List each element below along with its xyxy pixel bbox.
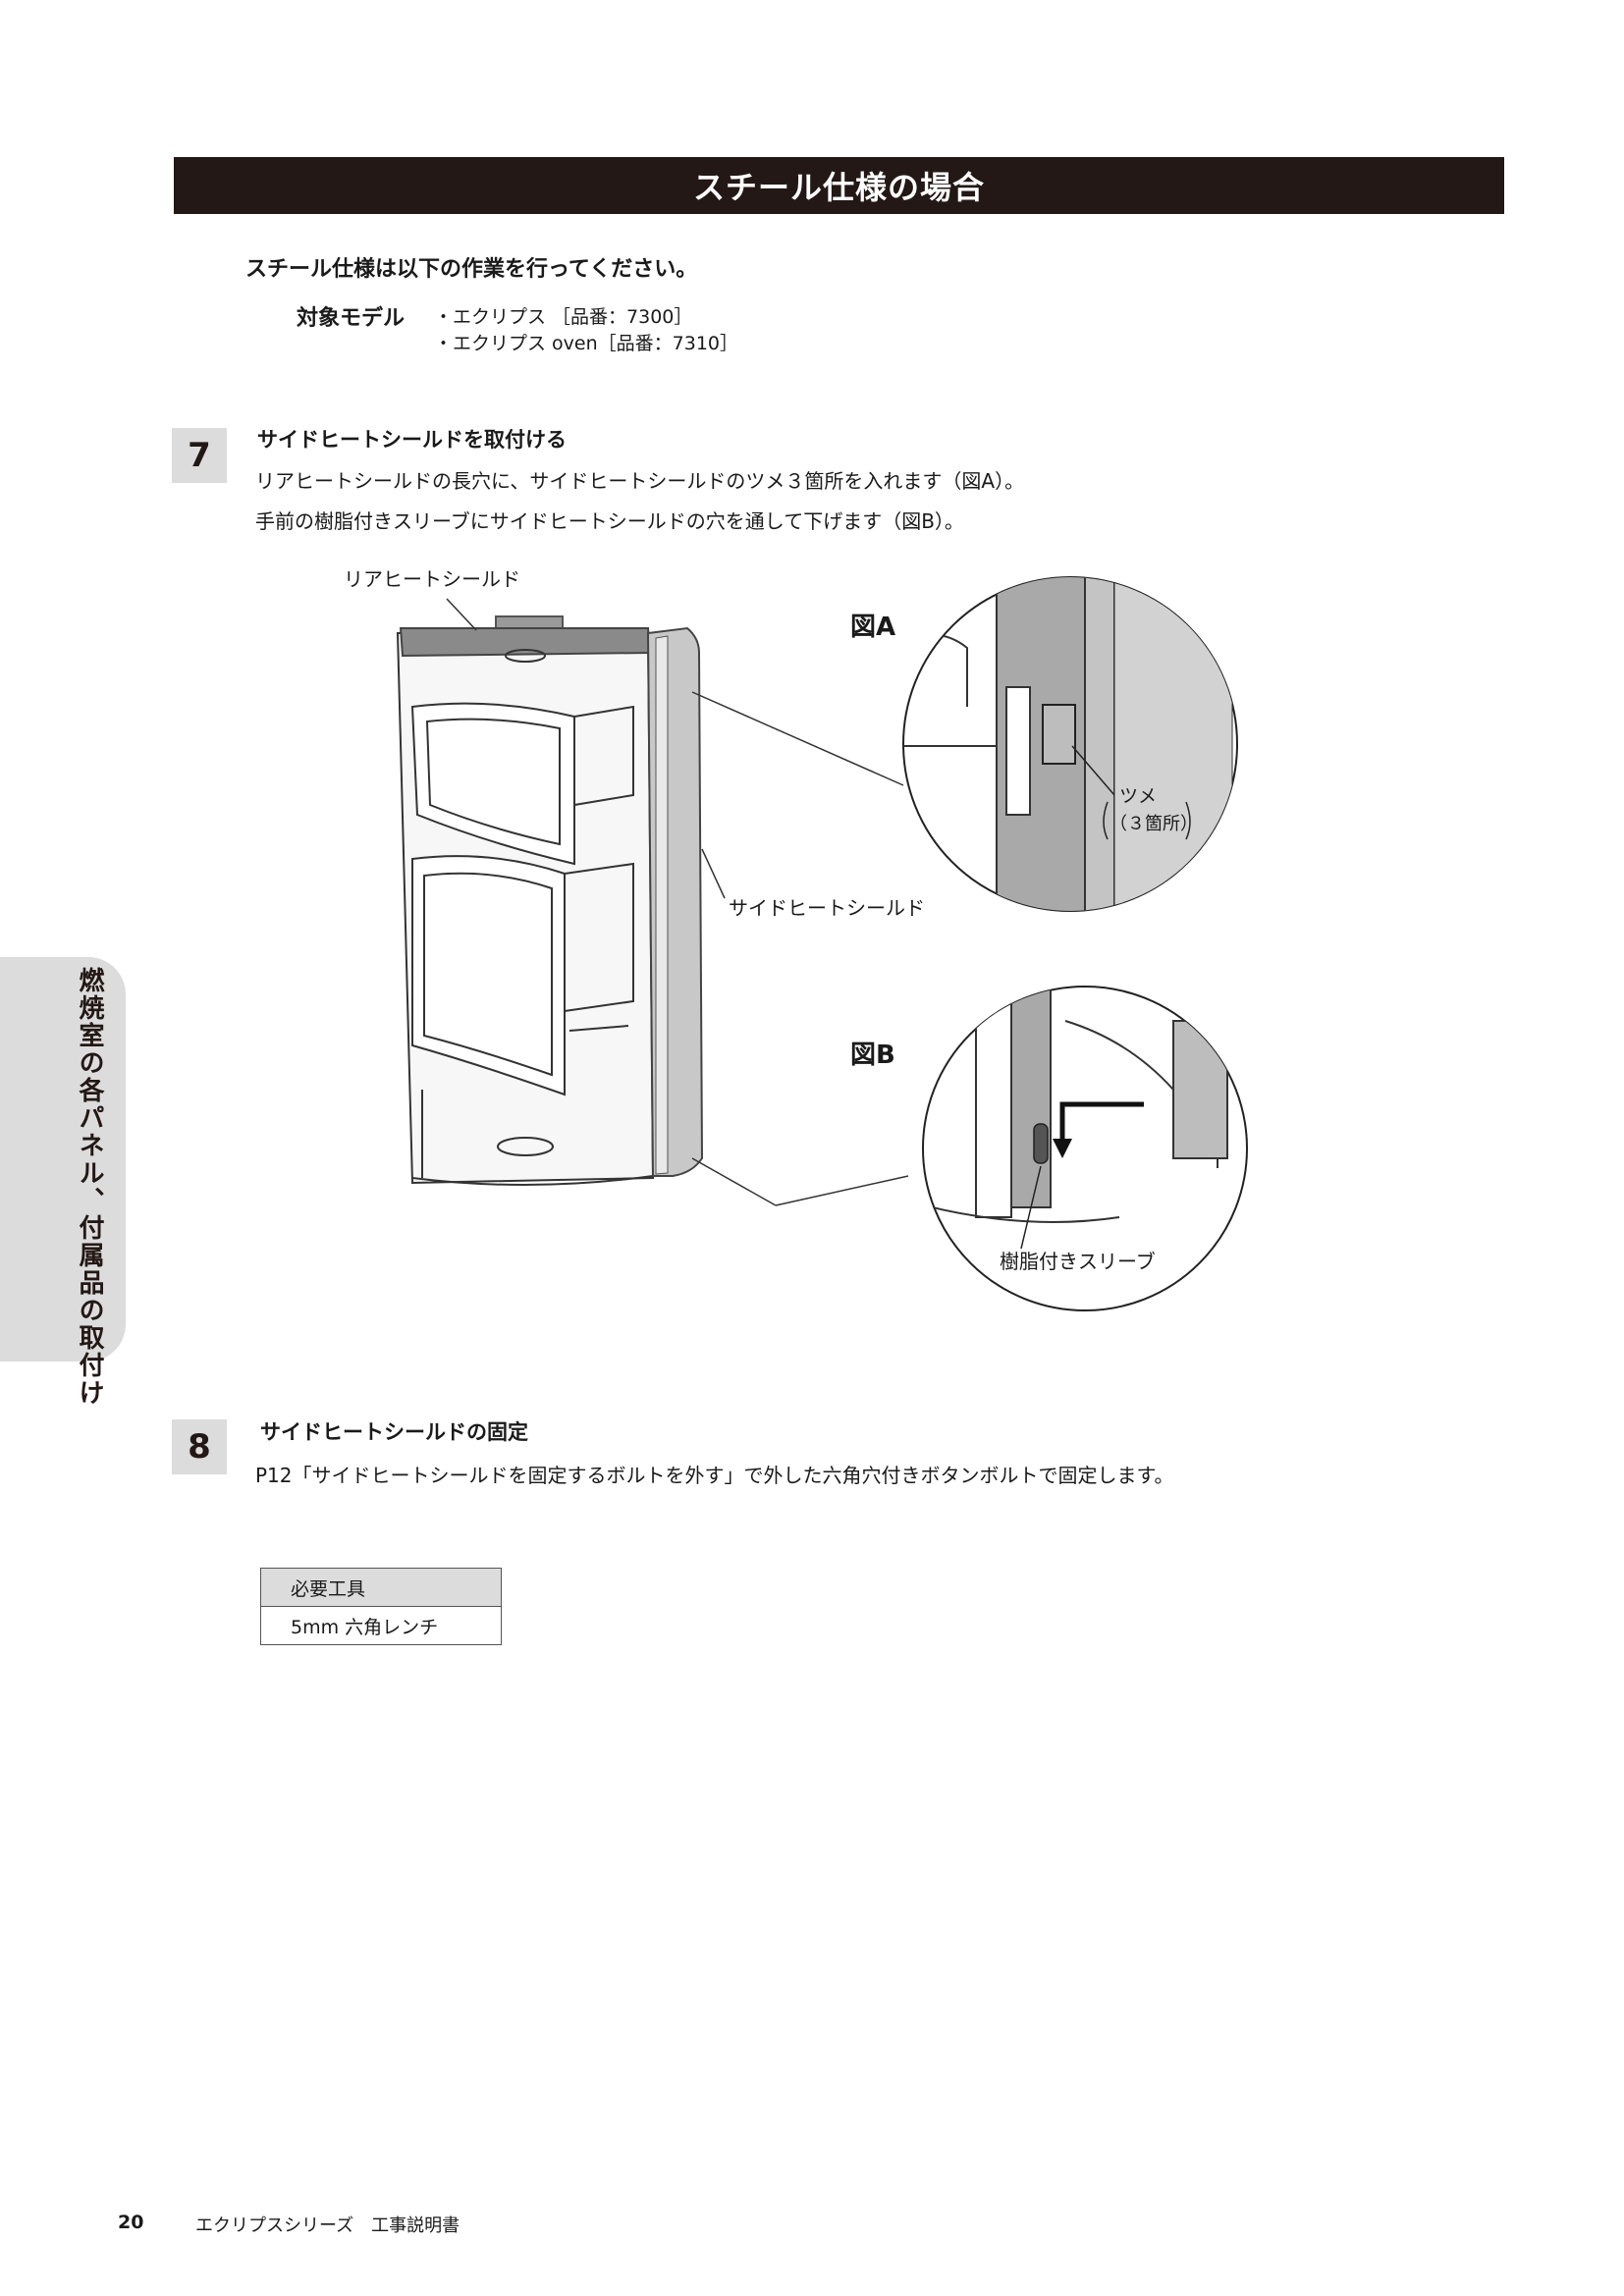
required-tools-table: 必要工具 5mm 六角レンチ bbox=[260, 1568, 502, 1645]
step-7-line: 手前の樹脂付きスリーブにサイドヒートシールドの穴を通して下げます（図B）。 bbox=[255, 509, 964, 533]
figure-b-note: 樹脂付きスリーブ bbox=[1000, 1250, 1156, 1273]
target-models-label: 対象モデル bbox=[297, 306, 406, 331]
footer-title: エクリプスシリーズ 工事説明書 bbox=[195, 2216, 460, 2236]
step-number-8: 8 bbox=[172, 1419, 227, 1474]
tools-item: 5mm 六角レンチ bbox=[260, 1606, 502, 1645]
side-tab bbox=[0, 957, 126, 1362]
leader-lines bbox=[446, 598, 909, 1206]
step-8-line: P12「サイドヒートシールドを固定するボルトを外す」で外した六角穴付きボタンボル… bbox=[255, 1464, 1174, 1487]
rear-shield-label: リアヒートシールド bbox=[344, 567, 520, 591]
stove-illustration bbox=[396, 615, 655, 1186]
tools-header: 必要工具 bbox=[260, 1568, 502, 1607]
side-shield-label: サイドヒートシールド bbox=[729, 896, 925, 920]
detail-b-illustration bbox=[922, 986, 1248, 1311]
step-8-title: サイドヒートシールドの固定 bbox=[260, 1420, 528, 1444]
installation-figure: リアヒートシールド サイドヒートシールド 図A ツメ （３箇所） 図B 樹脂付き… bbox=[344, 567, 1248, 1311]
figure-a-note: ツメ bbox=[1119, 785, 1157, 807]
side-shield-illustration bbox=[646, 626, 704, 1177]
target-model-item: ・エクリプス oven［品番：7310］ bbox=[434, 333, 738, 354]
detail-a-illustration bbox=[902, 576, 1238, 912]
step-7-title: サイドヒートシールドを取付ける bbox=[257, 428, 567, 452]
side-tab-label: 燃焼室の各パネル、付属品の取付け bbox=[75, 967, 104, 1407]
figure-a-title: 図A bbox=[850, 613, 895, 642]
target-model-item: ・エクリプス ［品番：7300］ bbox=[434, 306, 693, 328]
intro-text: スチール仕様は以下の作業を行ってください。 bbox=[245, 257, 698, 282]
figure-b-title: 図B bbox=[850, 1041, 895, 1070]
section-header: スチール仕様の場合 bbox=[174, 157, 1504, 214]
step-number-7: 7 bbox=[172, 428, 227, 483]
section-title: スチール仕様の場合 bbox=[692, 169, 985, 206]
page-number: 20 bbox=[118, 2212, 144, 2233]
step-7-line: リアヒートシールドの長穴に、サイドヒートシールドのツメ３箇所を入れます（図A）。 bbox=[255, 469, 1025, 493]
figure-a-note: （３箇所） bbox=[1110, 814, 1198, 834]
